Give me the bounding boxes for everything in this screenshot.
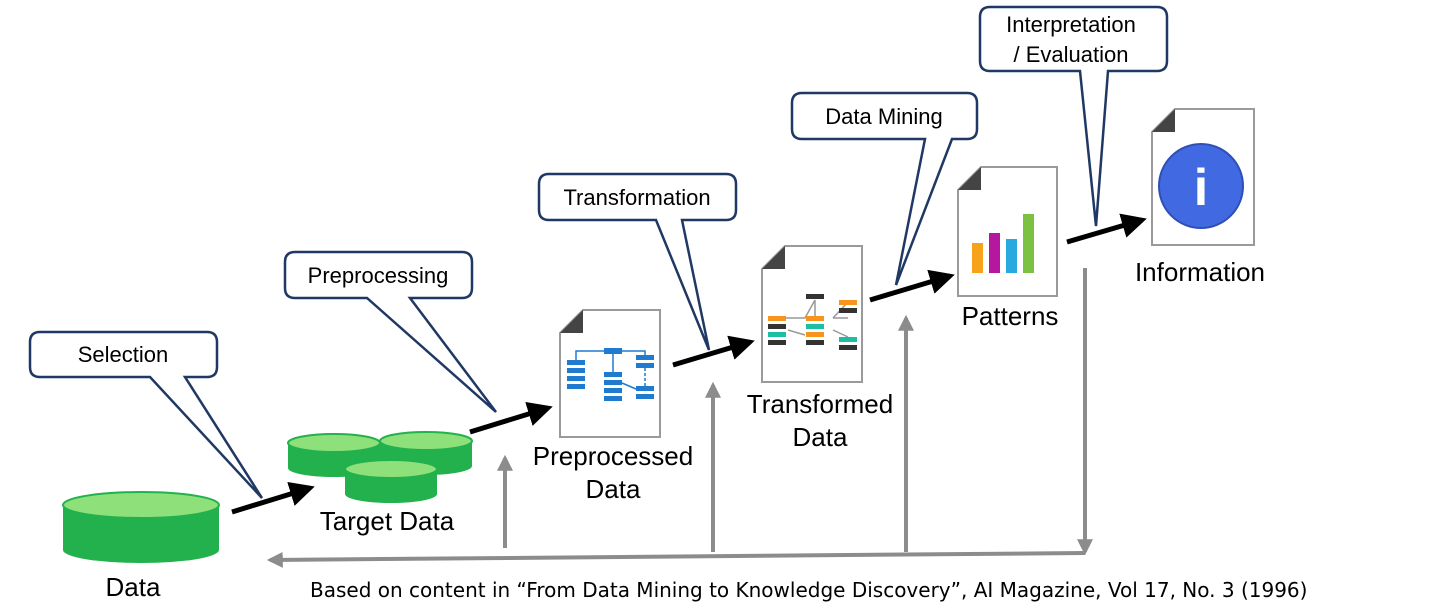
stage-label-transformed-line1: Transformed	[747, 389, 893, 419]
flow-arrows	[231, 213, 1147, 515]
pattern-bar-2	[989, 233, 1000, 273]
info-document-icon: i	[1151, 108, 1255, 246]
feedback-arrow-horizontal	[266, 551, 1086, 568]
pattern-bar-3	[1006, 239, 1017, 273]
stage-label-patterns: Patterns	[962, 301, 1059, 331]
stage-label-data: Data	[106, 572, 161, 602]
callout-label-preprocessing: Preprocessing	[308, 263, 449, 288]
flow-arrow-selection	[231, 481, 315, 515]
callout-data-mining: Data Mining	[790, 91, 979, 286]
callout-preprocessing: Preprocessing	[283, 250, 497, 413]
feedback-arrows	[266, 268, 1093, 568]
stage-label-preprocessed-line1: Preprocessed	[533, 441, 693, 471]
callout-label-interpretation-line2: / Evaluation	[1014, 42, 1129, 67]
pattern-bar-4	[1023, 214, 1034, 273]
stage-label-target-data: Target Data	[320, 506, 455, 536]
stage-label-transformed-line2: Data	[793, 422, 848, 452]
info-circle-icon	[1158, 143, 1244, 229]
database-cylinder-icon	[62, 491, 220, 563]
flowchart-document-icon	[559, 309, 661, 438]
callout-selection: Selection	[28, 330, 264, 499]
callout-label-transformation: Transformation	[563, 185, 710, 210]
callout-label-data-mining: Data Mining	[825, 104, 942, 129]
flow-arrow-interpretation	[1066, 213, 1147, 245]
pattern-bar-1	[972, 243, 983, 273]
stage-label-information: Information	[1135, 257, 1265, 287]
stage-label-preprocessed-line2: Data	[586, 474, 641, 504]
flow-arrow-preprocessing	[469, 401, 553, 435]
flow-arrow-transformation	[672, 335, 755, 368]
callout-label-interpretation-line1: Interpretation	[1006, 12, 1136, 37]
flow-arrow-data-mining	[869, 269, 955, 303]
source-caption: Based on content in “From Data Mining to…	[310, 578, 1307, 602]
bar-chart-document-icon	[957, 166, 1058, 297]
info-glyph: i	[1194, 159, 1208, 217]
callout-transformation: Transformation	[537, 172, 738, 351]
callout-label-selection: Selection	[78, 342, 169, 367]
callout-interpretation: Interpretation / Evaluation	[978, 5, 1169, 227]
database-cylinders-icon	[287, 431, 473, 503]
tree-document-icon	[761, 245, 863, 383]
